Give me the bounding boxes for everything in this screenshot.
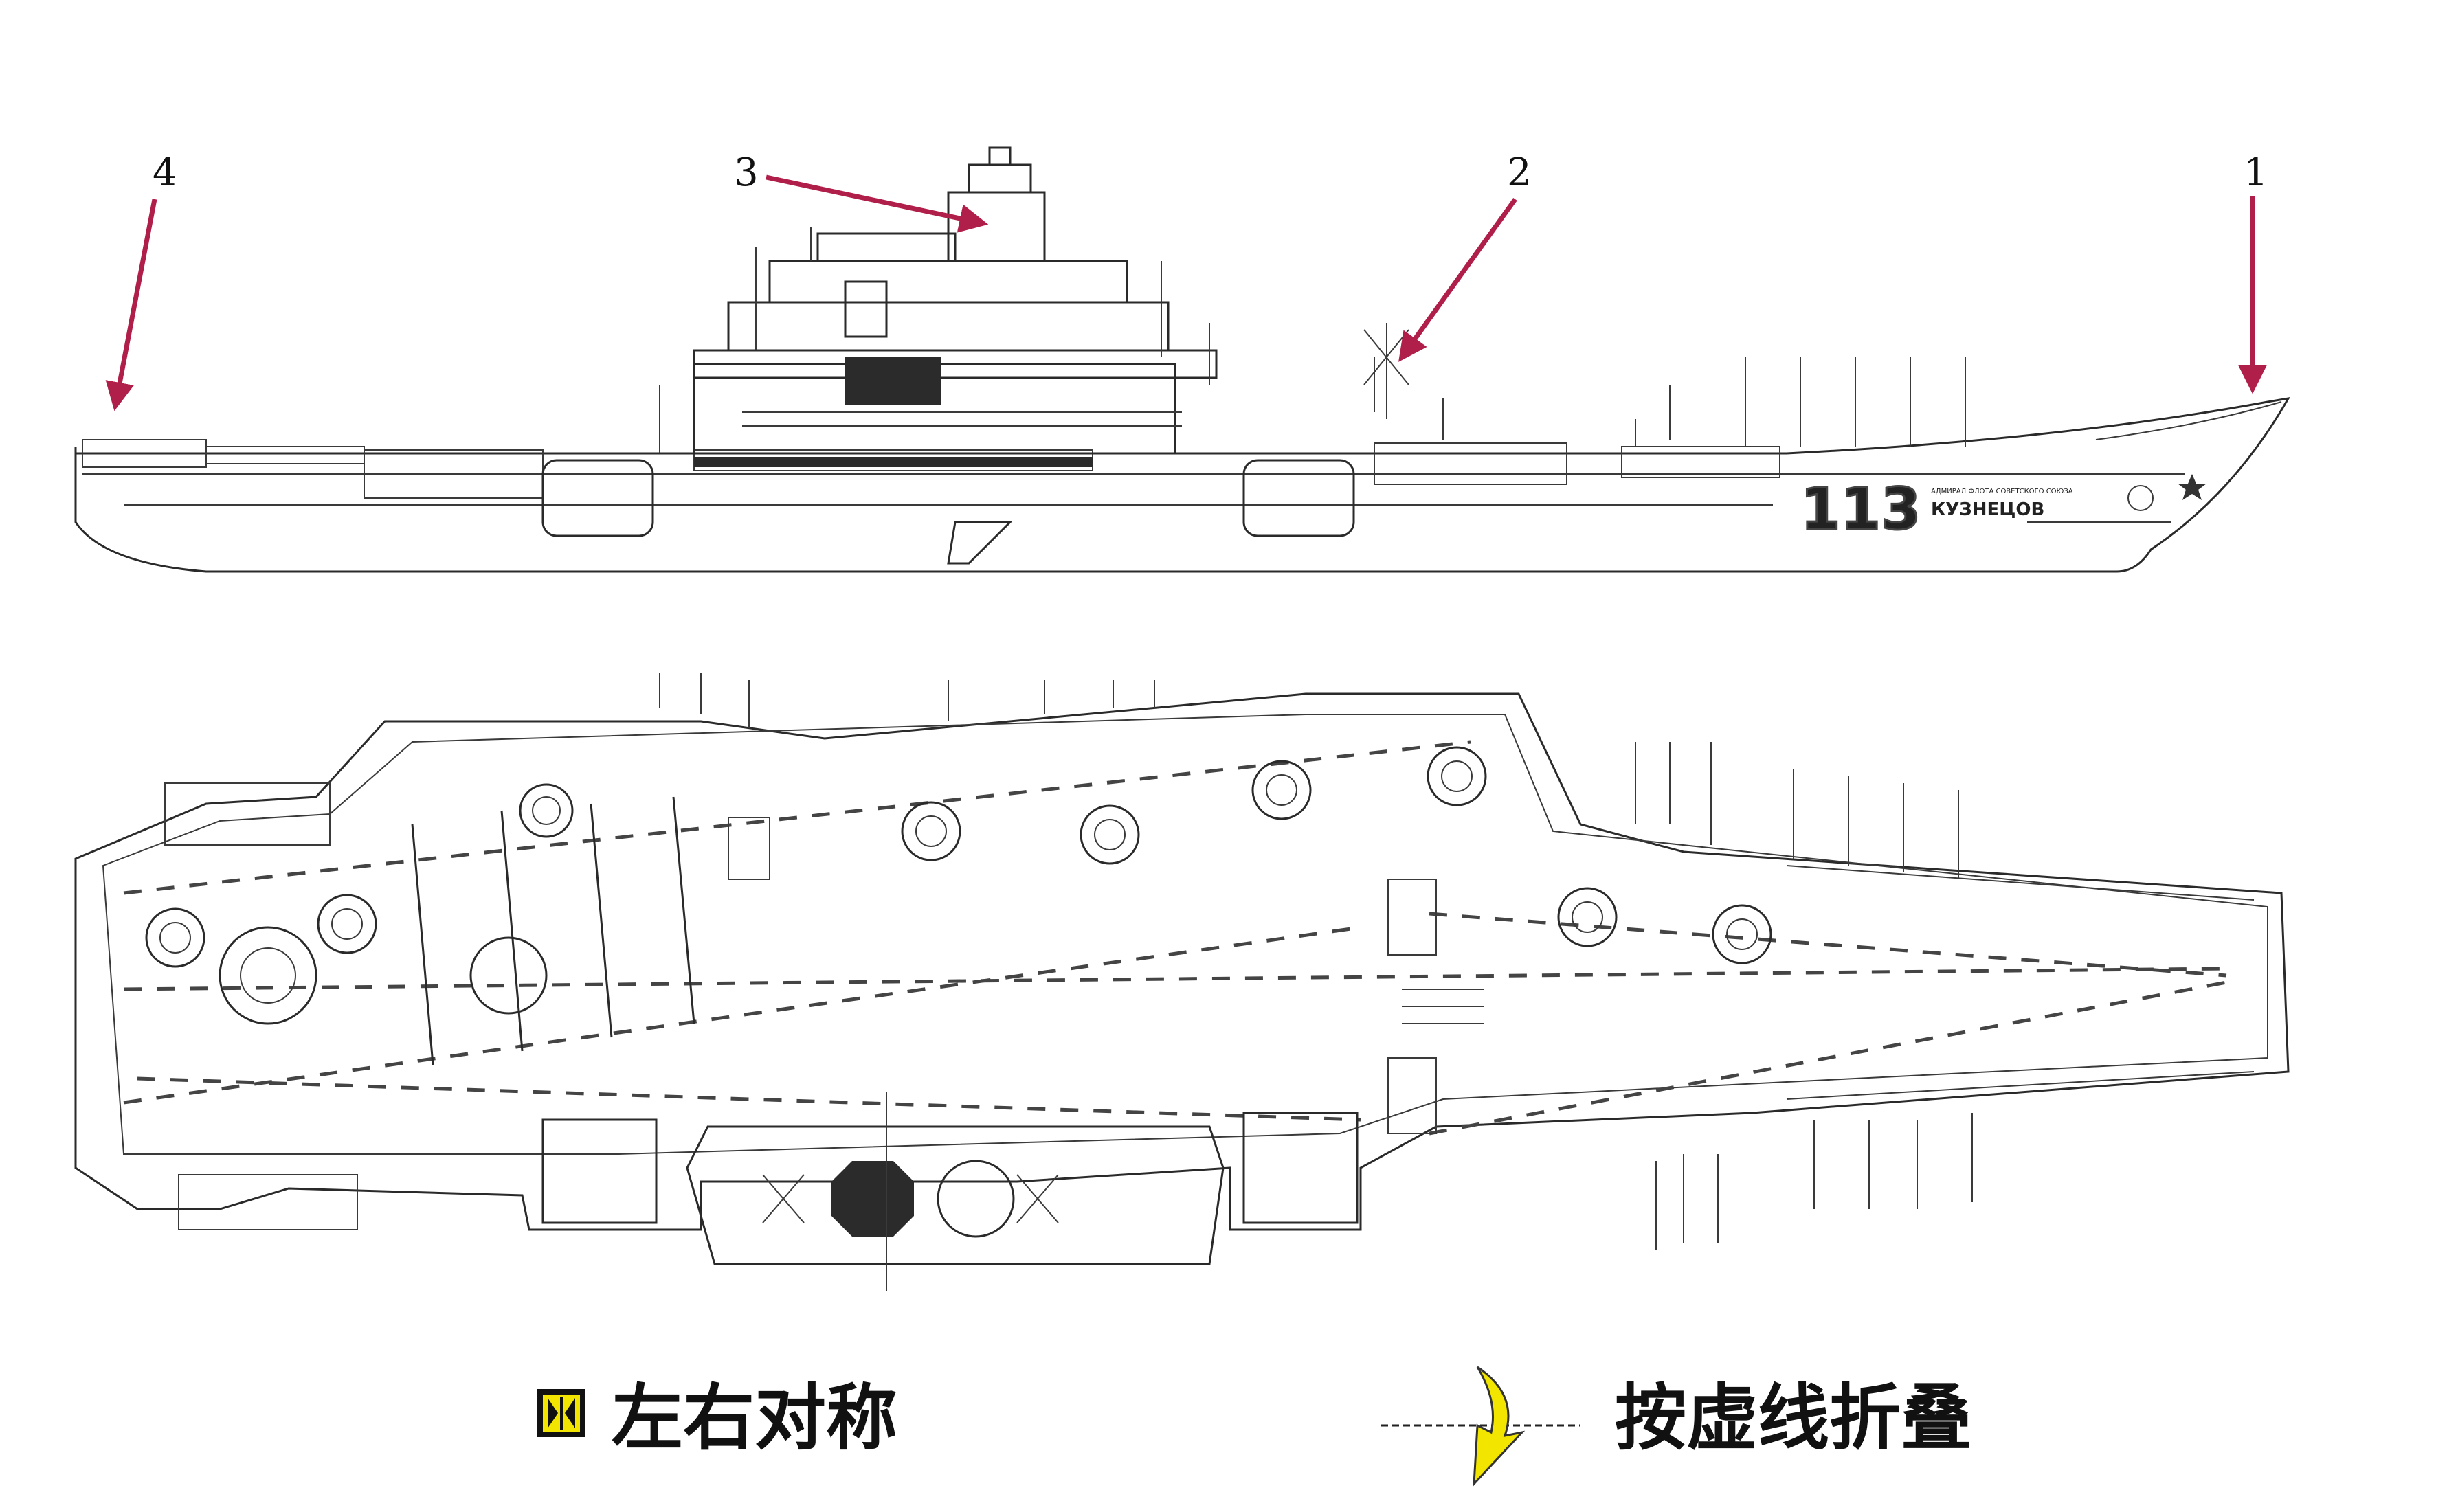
arresting-wires	[411, 796, 695, 1065]
mast-top	[988, 146, 1012, 165]
island-radar-octagon	[831, 1161, 914, 1237]
island-railings	[742, 411, 1182, 427]
plan-elevator-1	[541, 1118, 658, 1224]
island-deck-3	[768, 260, 1128, 304]
accommodation-ladder	[947, 521, 1013, 565]
fold-arrow-icon	[1473, 1366, 1526, 1487]
stern-sponson-top	[164, 782, 331, 846]
callouts: 1 2 3 4	[105, 150, 2268, 411]
bow-fold-line-1	[1429, 980, 2227, 1136]
callout-4-label: 4	[153, 150, 177, 195]
side-hull-outline	[74, 397, 2290, 573]
island-radar-dish	[937, 1160, 1015, 1238]
side-elevator-2	[1242, 459, 1355, 537]
side-elevator-1	[541, 459, 654, 537]
plan-view	[74, 673, 2290, 1291]
callout-3-arrow	[766, 174, 989, 233]
island-antennas	[659, 323, 1210, 453]
legend: 左右对称 按虚线折叠	[537, 1366, 1972, 1487]
deck-antennas	[1374, 357, 1966, 447]
hull-subtitle: АДМИРАЛ ФЛОТА СОВЕТСКОГО СОЮЗА	[1931, 488, 2073, 495]
axial-centerline	[123, 967, 2227, 991]
callout-4-arrow	[105, 199, 157, 411]
plan-elevator-2	[1242, 1112, 1359, 1224]
island-masts	[755, 227, 1210, 385]
bow-fold-line-2	[1429, 912, 2227, 978]
mast-base	[968, 163, 1032, 192]
island-dark-panel	[845, 357, 941, 405]
x-antenna	[1363, 323, 1409, 419]
bow-rail-strips	[1786, 865, 2255, 1100]
callout-3-label: 3	[734, 150, 759, 195]
hangar-strip-dark	[694, 457, 1093, 467]
fold-line-icon	[1381, 1366, 1580, 1487]
mid-deck-equipment	[1374, 442, 1567, 485]
symmetric-icon	[537, 1389, 585, 1437]
deck-fixture-2	[1387, 879, 1437, 956]
hull-number: 113	[1800, 475, 1921, 543]
sponson-antennas	[659, 673, 1973, 1250]
island-deck-4	[816, 232, 957, 262]
stern-sponson-bottom	[178, 1174, 358, 1230]
star-emblem-icon	[2178, 474, 2206, 500]
anchor-icon	[2127, 485, 2154, 511]
island-bridge	[947, 191, 1046, 262]
island-deck-2	[727, 301, 1170, 352]
hull-name: КУЗНЕЦОВ	[1931, 499, 2044, 520]
callout-2-label: 2	[1507, 150, 1532, 195]
plan-inner-edge	[102, 714, 2268, 1155]
callout-1-label: 1	[2244, 150, 2268, 195]
symmetric-label: 左右对称	[612, 1376, 897, 1460]
stern-platform	[205, 446, 365, 464]
port-fold-line	[137, 1076, 1361, 1122]
deck-markings	[1402, 989, 1484, 1024]
fold-label: 按虚线折叠	[1615, 1376, 1972, 1460]
deck-fixture-3	[1387, 1057, 1437, 1134]
island-antenna-stars	[762, 1174, 1059, 1223]
angled-deck-line-2	[123, 740, 1471, 895]
island-plan	[686, 1092, 1225, 1291]
bow-sheer-line	[2095, 401, 2282, 440]
callout-2-arrow	[1398, 197, 1517, 362]
angled-deck-line-1	[123, 925, 1361, 1105]
island-window-block	[844, 280, 888, 338]
island-superstructure	[659, 146, 1218, 455]
plan-deck-outline	[74, 692, 2290, 1231]
side-view: 113 КУЗНЕЦОВ АДМИРАЛ ФЛОТА СОВЕТСКОГО СО…	[74, 146, 2290, 573]
deck-fixture-1	[728, 817, 770, 880]
bow-deck-equipment	[1621, 446, 1780, 478]
landing-spots	[145, 746, 1772, 1025]
